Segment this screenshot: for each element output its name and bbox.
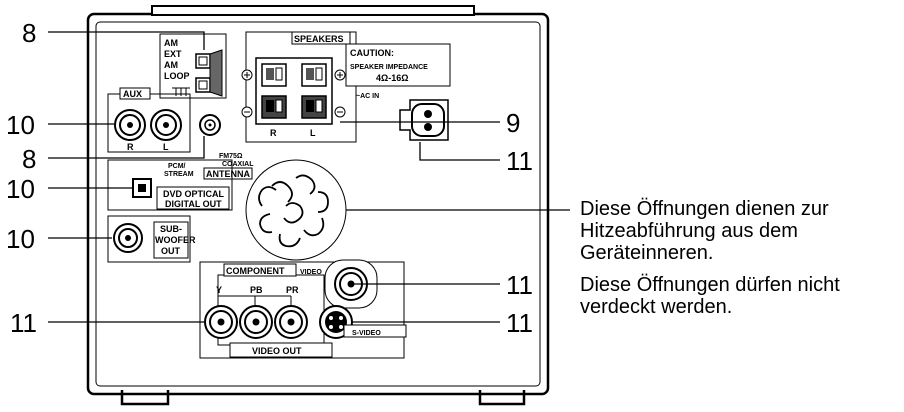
component-label: COMPONENT: [226, 266, 285, 276]
callout-11-video: 11: [506, 270, 533, 300]
impedance-value: 4Ω-16Ω: [376, 73, 408, 83]
foot-left: [120, 390, 170, 406]
callout-8-am: 8: [22, 18, 36, 48]
top-rail: [151, 5, 475, 16]
callout-8-fm: 8: [22, 144, 36, 174]
am-label: AM: [164, 38, 178, 48]
vent-holes: [258, 174, 329, 248]
callout-11-svideo: 11: [506, 308, 533, 338]
aux-l-label: L: [163, 142, 169, 152]
video-out-panel: [199, 261, 405, 359]
digital-out-label: DIGITAL OUT: [165, 199, 222, 209]
loop-label: LOOP: [164, 71, 190, 81]
ac-in-socket[interactable]: [411, 103, 445, 137]
woofer-label: WOOFER: [155, 235, 196, 245]
comp-y-label: Y: [216, 285, 222, 295]
callout-10-subwoofer: 10: [6, 224, 35, 254]
spk-r-label: R: [270, 128, 277, 138]
antenna-label: ANTENNA: [206, 169, 250, 179]
foot-right: [478, 390, 526, 406]
callout-9-speakers: 9: [506, 108, 520, 138]
ext-label: EXT: [164, 49, 182, 59]
sub-label: SUB-: [160, 224, 182, 234]
aux-r-label: R: [127, 142, 134, 152]
callout-10-aux: 10: [6, 110, 35, 140]
comp-pr-label: PR: [286, 285, 299, 295]
caution-label: CAUTION:: [350, 48, 394, 58]
dvd-optical-label: DVD OPTICAL: [163, 189, 225, 199]
ground-icon: [172, 87, 190, 96]
leader-lines: [48, 31, 570, 323]
vent-note-line3: Geräteinneren.: [580, 242, 714, 264]
pcm-label: PCM/: [168, 163, 186, 170]
component-pr-jack[interactable]: [274, 305, 308, 339]
speakers-label: SPEAKERS: [294, 34, 344, 44]
inner-border: [95, 21, 541, 387]
am2-label: AM: [164, 60, 178, 70]
stream-label: STREAM: [164, 171, 194, 178]
caution-label-box: [345, 43, 451, 87]
coaxial-label: COAXIAL: [222, 161, 254, 168]
vent-note-line1: Diese Öffnungen dienen zur: [580, 198, 829, 220]
callout-10-optical: 10: [6, 174, 35, 204]
vent-note-line4: Diese Öffnungen dürfen nicht: [580, 274, 840, 296]
vent-note-line2: Hitzeabführung aus dem: [580, 220, 798, 242]
aux-label: AUX: [123, 89, 142, 99]
vent-note-line5: verdeckt werden.: [580, 296, 733, 318]
video-out-label: VIDEO OUT: [252, 346, 302, 356]
spk-l-label: L: [310, 128, 316, 138]
component-y-jack[interactable]: [204, 305, 238, 339]
sub-out-label: OUT: [161, 246, 181, 256]
s-video-label: S-VIDEO: [352, 330, 381, 337]
video-label: VIDEO: [300, 269, 322, 276]
am-terminal-clip: [209, 49, 223, 97]
speaker-impedance-label: SPEAKER IMPEDANCE: [350, 64, 428, 71]
optical-panel: [107, 159, 233, 211]
callout-11-acin: 11: [506, 146, 533, 176]
comp-pb-label: PB: [250, 285, 263, 295]
ac-in-label: ~AC IN: [356, 93, 379, 100]
component-pb-jack[interactable]: [239, 305, 273, 339]
subwoofer-panel: [107, 215, 191, 263]
speaker-terminals[interactable]: [261, 63, 327, 119]
fm-label: FM75Ω: [219, 153, 243, 160]
callout-11-component: 11: [10, 308, 37, 338]
